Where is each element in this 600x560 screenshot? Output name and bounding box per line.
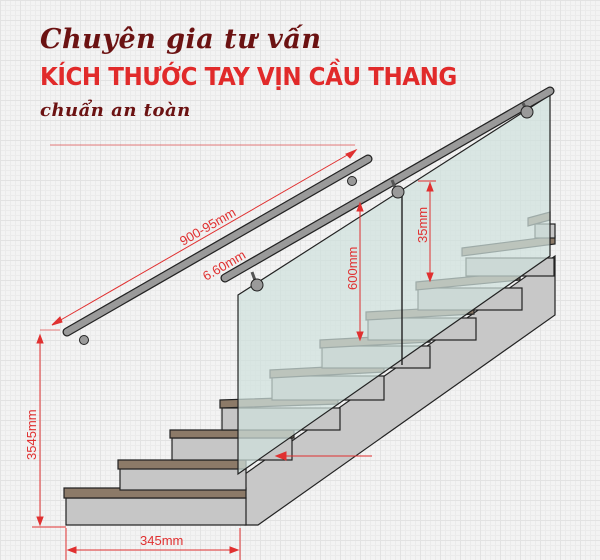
label-tread-depth: 345mm bbox=[140, 533, 183, 548]
label-stair-height: 3545mm bbox=[24, 409, 39, 460]
title-line-3: chuẩn an toàn bbox=[40, 100, 191, 121]
handrail-glass bbox=[220, 86, 555, 292]
dimension-lines bbox=[32, 144, 436, 560]
title-line-2: KÍCH THƯỚC TAY VỊN CẦU THANG bbox=[40, 62, 457, 91]
bracket-icon bbox=[250, 278, 264, 292]
label-rail-height: 600mm bbox=[345, 247, 360, 290]
bracket-icon bbox=[79, 335, 89, 345]
glass-panel bbox=[237, 93, 551, 476]
bracket-icon bbox=[520, 105, 534, 119]
bracket-icon bbox=[347, 176, 357, 186]
label-bracket-offset: 35mm bbox=[415, 207, 430, 243]
title-line-1: Chuyên gia tư vấn bbox=[40, 24, 322, 55]
handrail-long bbox=[62, 154, 373, 345]
bracket-icon bbox=[391, 185, 405, 199]
